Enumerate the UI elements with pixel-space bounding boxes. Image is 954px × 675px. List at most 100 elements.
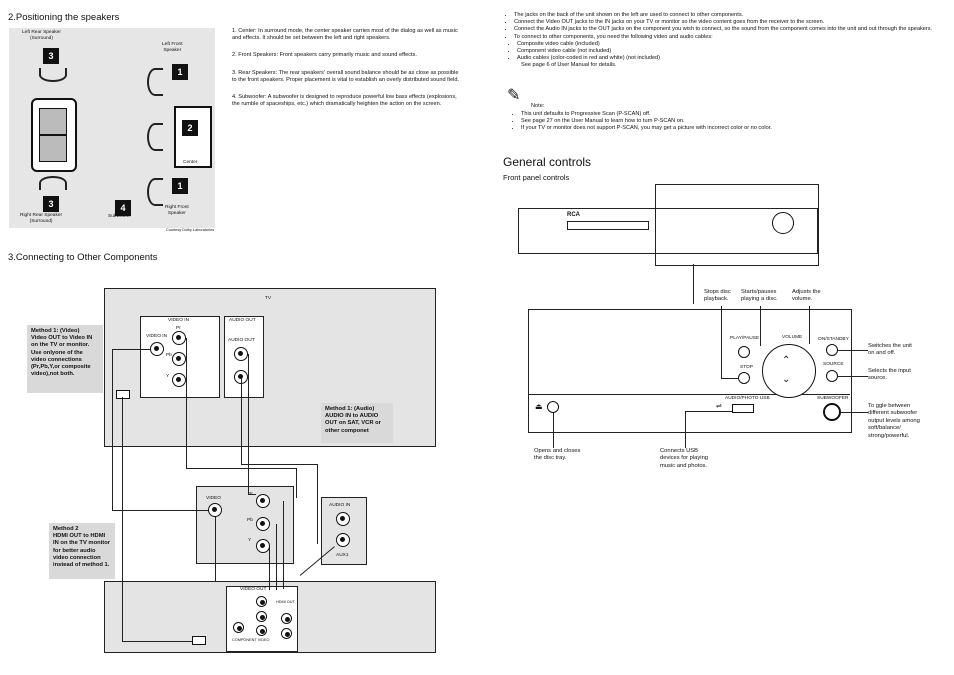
tv-composite-jack[interactable]: [150, 342, 164, 356]
sound-wave: [147, 68, 163, 96]
wire: [241, 377, 242, 464]
tv-pr-label: Pr: [176, 326, 181, 331]
usb-icon: ⇌: [716, 403, 722, 410]
cable-composite-plug[interactable]: [208, 503, 222, 517]
receiver-audio-in-jack[interactable]: [281, 613, 292, 624]
receiver-y-jack[interactable]: [256, 625, 267, 636]
controls-subtitle: Front panel controls: [503, 173, 570, 182]
wire: [186, 468, 296, 469]
cable-video-label: VIDEO: [206, 496, 221, 501]
disc-tray: [567, 221, 649, 230]
wire: [317, 464, 318, 544]
cable-y-label: Y: [248, 538, 252, 543]
sofa-cushion: [39, 135, 67, 162]
source-button[interactable]: [826, 370, 838, 382]
tv-pr-jack[interactable]: [172, 331, 186, 345]
power-button[interactable]: [826, 344, 838, 356]
cable-pb-plug[interactable]: [256, 517, 270, 531]
wire: [112, 349, 113, 510]
wire: [215, 517, 216, 582]
wire: [269, 546, 270, 590]
speaker-desc-item: 3. Rear Speakers: The rear speakers' ove…: [232, 69, 459, 83]
stop-button[interactable]: [738, 372, 750, 384]
tv-label: TV: [265, 296, 272, 301]
speaker-number-1: 1: [172, 178, 188, 194]
audio-in-group: [321, 497, 367, 565]
play-callout: Starts/pauses playing a disc.: [741, 289, 778, 303]
speaker-desc-item: 4. Subwoofer: A subwoofer is designed to…: [232, 94, 457, 108]
unit-overview: [518, 208, 818, 254]
tv-pb-jack[interactable]: [172, 352, 186, 366]
speaker-descriptions: 1. Center: In surround mode, the center …: [232, 28, 462, 108]
connection-notes: The jacks on the back of the unit shown …: [505, 12, 945, 70]
tv-y-label: Y: [166, 374, 170, 379]
tv-y-jack[interactable]: [172, 373, 186, 387]
sound-wave: [147, 178, 163, 206]
wire: [241, 464, 317, 465]
overview-knob: [772, 212, 794, 234]
play-pause-button[interactable]: [738, 346, 750, 358]
p-scan-note: This unit defaults to Progressive Scan (…: [521, 111, 932, 118]
eject-callout: Opens and closes the disc tray.: [534, 448, 581, 462]
speaker-number-1: 1: [172, 64, 188, 80]
tv-video-in-header: VIDEO IN: [168, 318, 190, 323]
receiver-pr-jack[interactable]: [256, 596, 267, 607]
tv-audio-out-header: AUDIO OUT: [229, 318, 256, 323]
tv-pb-label: Pb: [166, 353, 172, 358]
wire: [122, 397, 123, 642]
cable-item: Audio cables (color-coded in red and whi…: [517, 55, 945, 62]
audio-in-jack-red[interactable]: [336, 533, 350, 547]
power-callout: Switches the unit on and off.: [868, 343, 912, 357]
leader: [721, 306, 722, 378]
receiver-pb-jack[interactable]: [256, 611, 267, 622]
source-label: SOURCE: [823, 362, 844, 367]
wire: [276, 524, 277, 590]
positioning-title: 2.Positioning the speakers: [8, 12, 120, 23]
method1-audio-note: Method 1: (Audio) AUDIO IN to AUDIO OUT …: [321, 403, 393, 443]
tv-audio-out-jack-white[interactable]: [234, 347, 248, 361]
note-bullet: Connect the Audio IN jacks to the OUT ja…: [514, 26, 945, 33]
speaker-diagram: 2 3 1 1 3 4: [9, 28, 215, 228]
see-manual: See page 6 of User Manual for details.: [521, 62, 617, 69]
volume-label: VOLUME: [782, 335, 803, 340]
usb-callout: Connects USB devices for playing music a…: [660, 448, 709, 469]
tv-hdmi-port[interactable]: [116, 390, 130, 399]
method1-video-note: Method 1: (Video) Video OUT to Video IN …: [27, 325, 103, 393]
audio-in-jack-white[interactable]: [336, 512, 350, 526]
sofa-cushion: [39, 108, 67, 135]
leader: [838, 350, 868, 351]
wire: [296, 468, 297, 498]
speaker-number-3: 3: [43, 48, 59, 64]
volume-knob[interactable]: [762, 344, 816, 398]
usb-port[interactable]: [732, 404, 754, 413]
subwoofer-button[interactable]: [823, 403, 841, 421]
wire: [112, 349, 150, 350]
stop-callout: Stops disc playback.: [704, 289, 731, 303]
p-scan-note: See page 27 on the User Manual to learn …: [521, 118, 932, 125]
brand-logo: RCA: [567, 212, 580, 218]
label-right-front: Right Front Speaker: [165, 205, 189, 216]
receiver-audio-in-jack[interactable]: [281, 628, 292, 639]
leader: [760, 306, 761, 346]
leader: [685, 411, 686, 448]
tv-video-in-jack-label: VIDEO IN: [146, 334, 168, 339]
usb-label: AUDIO/PHOTO USB: [725, 396, 770, 401]
cable-y-plug[interactable]: [256, 539, 270, 553]
method2-note: Method 2 HDMI OUT to HDMI IN on the TV m…: [49, 523, 115, 579]
receiver-composite-jack[interactable]: [233, 622, 244, 633]
chevron-up-icon: ⌃: [782, 355, 791, 366]
sound-wave: [39, 68, 67, 82]
receiver-hdmi-label: HDMI OUT: [276, 600, 295, 604]
leader: [721, 378, 738, 379]
p-scan-note: If your TV or monitor does not support P…: [521, 125, 932, 132]
cable-pr-plug[interactable]: [256, 494, 270, 508]
receiver-hdmi-port[interactable]: [192, 636, 206, 645]
aux1-label: AUX1: [336, 553, 349, 558]
eject-button[interactable]: [547, 401, 559, 413]
eject-icon: ⏏: [535, 402, 543, 411]
chevron-down-icon: ⌄: [782, 374, 791, 385]
zoom-box: [655, 184, 819, 266]
leader: [553, 413, 554, 448]
source-callout: Selects the input source.: [868, 368, 911, 382]
cable-item: Composite video cable (included): [517, 41, 945, 48]
